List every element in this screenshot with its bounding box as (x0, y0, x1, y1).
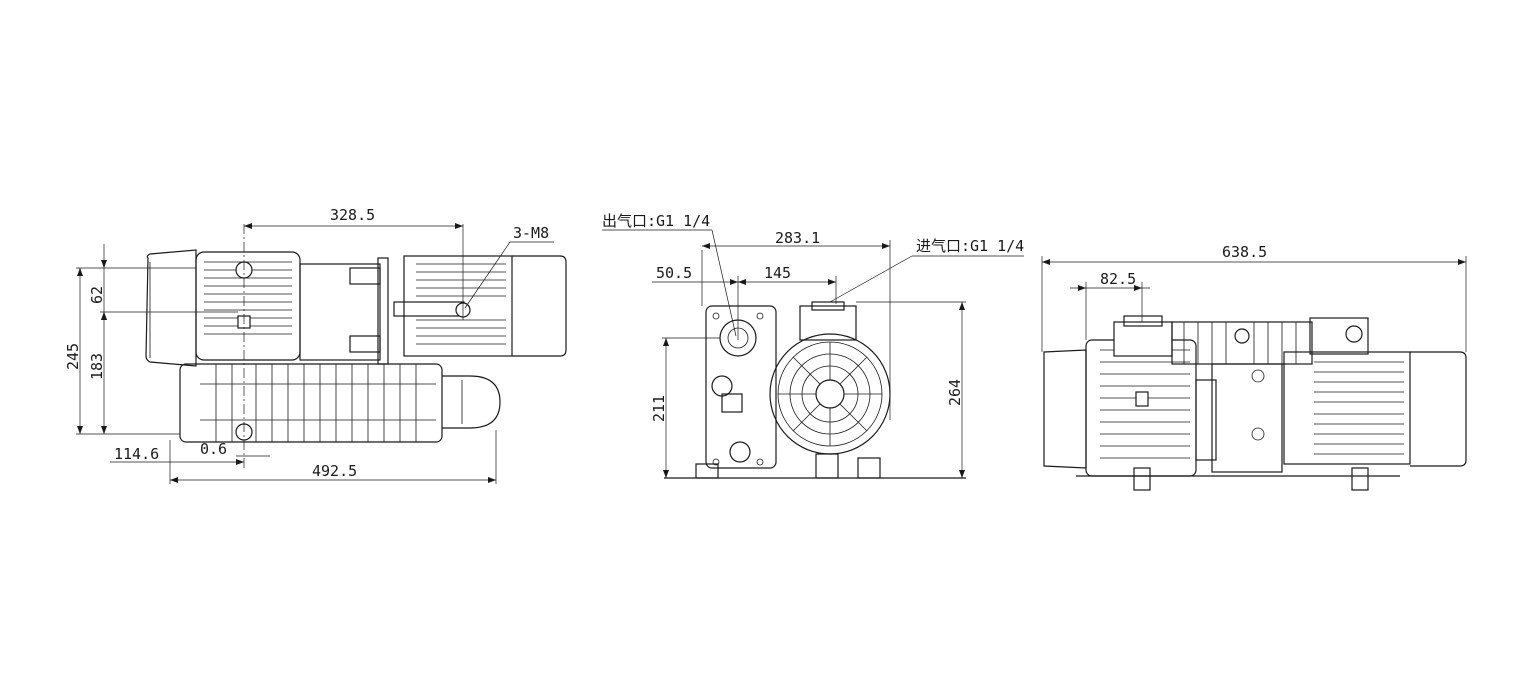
dim-145: 145 (764, 264, 791, 282)
dim-638-5: 638.5 (1222, 243, 1267, 261)
side-view: 328.5 3-M8 245 62 183 114.6 0.6 492.5 (64, 206, 567, 484)
top-view: 638.5 82.5 (1041, 243, 1467, 491)
dim-50-5: 50.5 (656, 264, 692, 282)
dim-62: 62 (88, 286, 106, 304)
dim-492-5: 492.5 (312, 462, 357, 480)
dim-283-1: 283.1 (775, 229, 820, 247)
dim-211: 211 (650, 395, 668, 422)
label-outlet: 出气口:G1 1/4 (602, 212, 710, 230)
dim-82-5: 82.5 (1100, 270, 1136, 288)
front-view: 283.1 50.5 145 出气口:G1 1/4 进气口:G1 1/4 211… (602, 212, 1024, 479)
label-3-m8: 3-M8 (513, 224, 549, 242)
dim-0-6: 0.6 (200, 440, 227, 458)
dim-328-5: 328.5 (330, 206, 375, 224)
dim-245: 245 (64, 343, 82, 370)
dim-114-6: 114.6 (114, 445, 159, 463)
dim-264: 264 (946, 379, 964, 406)
label-inlet: 进气口:G1 1/4 (916, 237, 1024, 255)
dim-183: 183 (88, 353, 106, 380)
